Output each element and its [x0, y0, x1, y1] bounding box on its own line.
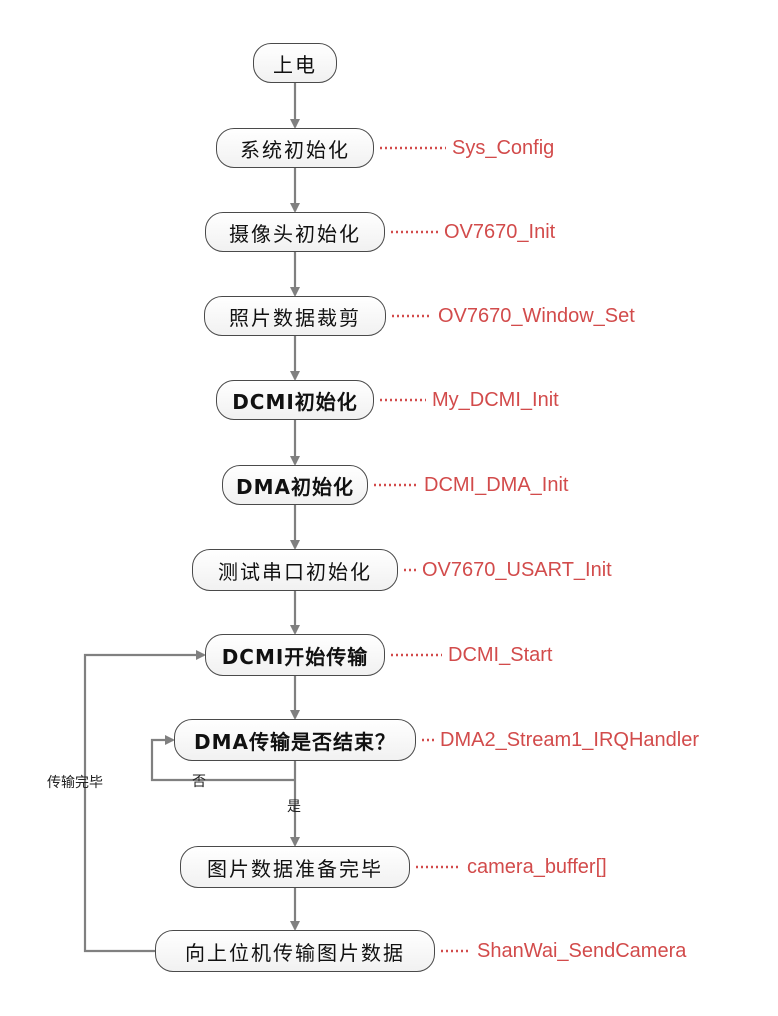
node-send-to-host: 向上位机传输图片数据 — [155, 930, 435, 972]
node-sys-init: 系统初始化 — [216, 128, 374, 168]
flow-loop-transfer-done — [83, 650, 206, 953]
node-image-ready: 图片数据准备完毕 — [180, 846, 410, 888]
fn-ov7670-usart-init: OV7670_USART_Init — [422, 559, 612, 581]
node-dma-done-check: DMA传输是否结束？ — [174, 719, 416, 761]
fn-sys-config: Sys_Config — [452, 137, 555, 159]
node-photo-crop: 照片数据裁剪 — [204, 296, 386, 336]
fn-camera-buffer: camera_buffer[] — [467, 856, 607, 878]
fn-my-dcmi-init: My_DCMI_Init — [432, 389, 559, 411]
fn-dma2-stream1-irqhandler: DMA2_Stream1_IRQHandler — [440, 729, 699, 751]
edge-label-yes: 是 — [287, 799, 301, 815]
fn-ov7670-init: OV7670_Init — [444, 221, 556, 243]
node-power-on: 上电 — [253, 43, 337, 83]
edge-label-no: 否 — [192, 774, 206, 790]
node-dcmi-init: DCMI初始化 — [216, 380, 374, 420]
node-dcmi-start: DCMI开始传输 — [205, 634, 385, 676]
fn-shanwai-sendcamera: ShanWai_SendCamera — [477, 940, 687, 962]
fn-ov7670-window-set: OV7670_Window_Set — [438, 305, 635, 327]
node-dma-init: DMA初始化 — [222, 465, 368, 505]
node-camera-init: 摄像头初始化 — [205, 212, 385, 252]
flow-loop-no — [150, 735, 295, 782]
node-usart-init: 测试串口初始化 — [192, 549, 398, 591]
fn-dcmi-start: DCMI_Start — [448, 644, 553, 666]
fn-dcmi-dma-init: DCMI_DMA_Init — [424, 474, 569, 496]
edge-label-transfer-done: 传输完毕 — [47, 775, 103, 791]
